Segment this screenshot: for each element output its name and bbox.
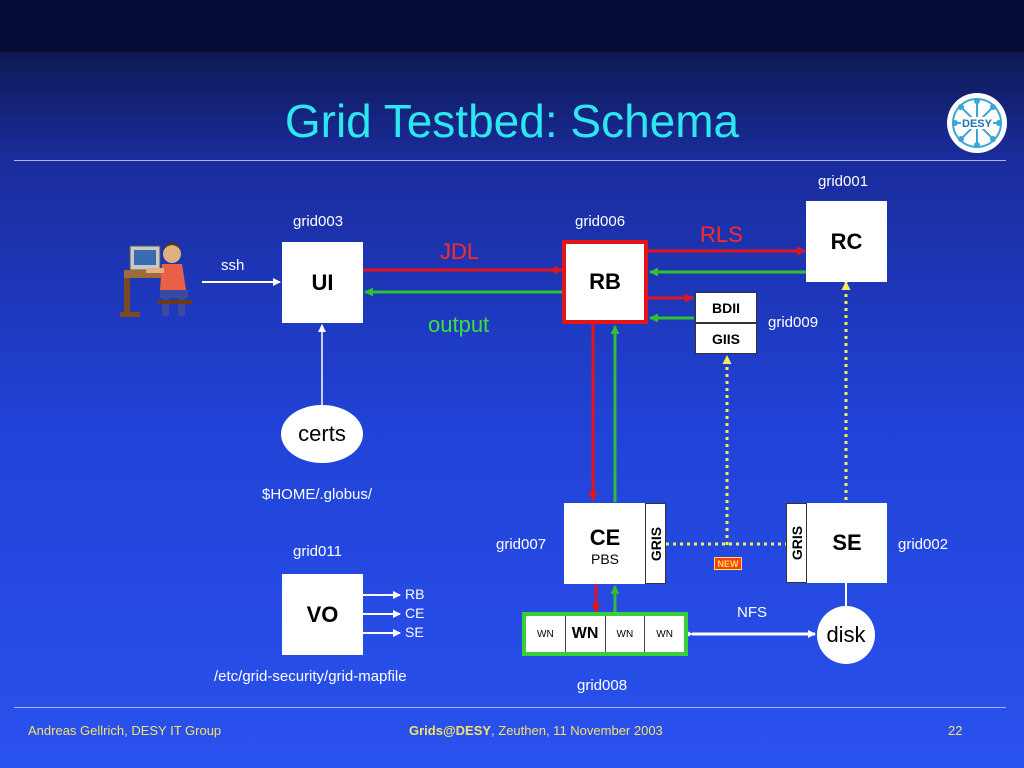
wn-cell-main: WN	[565, 616, 606, 652]
vo-node: VO	[282, 574, 363, 655]
mapfile-label: /etc/grid-security/grid-mapfile	[214, 668, 407, 685]
wn-host-label: grid008	[577, 677, 628, 694]
top-band	[0, 0, 1024, 52]
ce-node: CE PBS	[564, 503, 646, 584]
bdii-host-label: grid009	[768, 314, 819, 331]
certs-node: certs	[281, 405, 363, 463]
page-number: 22	[948, 723, 963, 738]
ce-pbs-label: PBS	[590, 550, 619, 567]
rb-host-label: grid006	[575, 213, 626, 230]
footer-author: Andreas Gellrich, DESY IT Group	[28, 723, 222, 738]
ce-host-label: grid007	[496, 536, 547, 553]
se-gris-label: GRIS	[788, 525, 805, 561]
globus-dir-label: $HOME/.globus/	[262, 486, 373, 503]
wn-cluster: WN WN WN WN	[522, 612, 688, 656]
ui-node: UI	[282, 242, 363, 323]
nfs-label: NFS	[737, 604, 767, 621]
logo-text: DESY	[962, 118, 993, 130]
se-gris-node: GRIS	[786, 503, 807, 583]
ssh-label: ssh	[221, 257, 245, 274]
ce-gris-node: GRIS	[645, 503, 666, 584]
rc-host-label: grid001	[818, 173, 869, 190]
se-host-label: grid002	[898, 536, 949, 553]
vo-host-label: grid011	[293, 543, 342, 560]
rb-node: RB	[562, 240, 648, 324]
desy-logo: DESY	[947, 93, 1007, 153]
footer-event: Grids@DESY, Zeuthen, 11 November 2003	[409, 723, 663, 738]
rls-label: RLS	[700, 222, 743, 247]
wn-cell: WN	[605, 616, 646, 652]
vo-target-rb: RB	[405, 586, 425, 602]
slide-title: Grid Testbed: Schema	[284, 95, 740, 147]
vo-target-se: SE	[405, 624, 424, 640]
disk-node: disk	[817, 606, 875, 664]
rc-node: RC	[806, 201, 887, 282]
new-badge: NEW	[714, 557, 742, 570]
ce-label: CE	[589, 524, 621, 550]
user-at-computer-icon	[120, 242, 192, 317]
ui-host-label: grid003	[293, 213, 344, 230]
vo-target-ce: CE	[405, 605, 425, 621]
output-label: output	[428, 312, 490, 337]
wn-cell: WN	[645, 616, 684, 652]
giis-node: GIIS	[695, 323, 757, 354]
se-node: SE	[807, 503, 887, 583]
jdl-label: JDL	[440, 239, 480, 264]
ce-gris-label: GRIS	[647, 526, 664, 561]
footer-event-bold: Grids@DESY	[409, 723, 492, 738]
bdii-node: BDII	[695, 292, 757, 323]
footer-divider	[14, 707, 1006, 708]
wn-cell: WN	[526, 616, 566, 652]
footer-event-rest: , Zeuthen, 11 November 2003	[491, 723, 663, 738]
title-divider	[14, 160, 1006, 161]
